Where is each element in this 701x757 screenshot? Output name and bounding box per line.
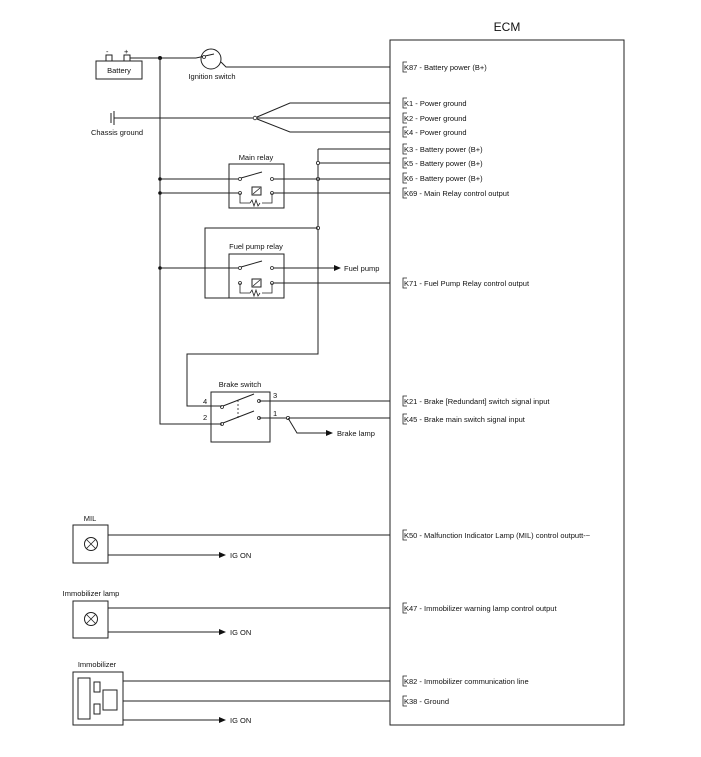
brake-pin-4: 4 [203,397,207,406]
chassis-ground: Chassis ground [91,102,390,137]
brake-pin-2: 2 [203,413,207,422]
pin-k21-label: K21 - Brake [Redundant] switch signal in… [404,397,550,406]
brake-switch-label: Brake switch [219,380,262,389]
brake-lamp-wire [287,417,326,434]
battery-minus-label: - [106,47,109,56]
brake-lamp-label: Brake lamp [337,429,375,438]
fuel-relay-coil-feed [204,227,318,299]
fuel-pump-arrow [334,265,341,271]
ecm-block [389,39,625,726]
pin-k38-label: K38 - Ground [404,697,449,706]
pin-k1: K1 - Power ground [402,97,467,109]
battery-bus-wire [159,58,205,425]
pin-k3: K3 - Battery power (B+) [402,143,483,155]
pin-k47: K47 - Immobilizer warning lamp control o… [402,602,557,614]
main-relay-wires [160,178,390,194]
ecm-title: ECM [494,20,521,34]
battery-plus-label: + [124,47,129,56]
ignition-switch-label: Ignition switch [188,72,235,81]
pin-k47-label: K47 - Immobilizer warning lamp control o… [404,604,557,613]
brake-pin-3: 3 [273,391,277,400]
pin-k45-label: K45 - Brake main switch signal input [404,415,526,424]
pin-k4-label: K4 - Power ground [404,128,467,137]
mil-lamp: MIL IG ON [72,514,390,564]
pin-k71-label: K71 - Fuel Pump Relay control output [404,279,530,288]
battery: - + Battery [95,47,143,80]
pin-k87-label: K87 - Battery power (B+) [404,63,487,72]
pin-k21: K21 - Brake [Redundant] switch signal in… [402,395,550,407]
pin-k71: K71 - Fuel Pump Relay control output [402,277,530,289]
immobilizer-lamp: Immobilizer lamp IG ON [63,589,390,639]
pin-k5: K5 - Battery power (B+) [402,157,483,169]
fuel-pump-label: Fuel pump [344,264,379,273]
brake-switch: Brake switch 4 2 3 1 [203,380,277,443]
pin-k1-label: K1 - Power ground [404,99,467,108]
pin-k50: K50 - Malfunction Indicator Lamp (MIL) c… [402,529,591,541]
immobilizer-ig-on-label: IG ON [230,716,251,725]
pin-k38: K38 - Ground [402,695,449,707]
immobilizer-module: Immobilizer IG ON [72,660,390,726]
pin-k82-label: K82 - Immobilizer communication line [404,677,529,686]
pin-k87: K87 - Battery power (B+) [402,61,487,73]
pin-k6: K6 - Battery power (B+) [402,172,483,184]
pin-k45: K45 - Brake main switch signal input [402,413,526,425]
pin-k50-label: K50 - Malfunction Indicator Lamp (MIL) c… [404,531,591,540]
immobilizer-lamp-ig-on-label: IG ON [230,628,251,637]
mil-label: MIL [84,514,97,523]
pin-k6-label: K6 - Battery power (B+) [404,174,483,183]
immobilizer-label: Immobilizer [78,660,117,669]
main-relay: Main relay [228,153,285,209]
main-relay-label: Main relay [239,153,274,162]
fuel-pump-relay-label: Fuel pump relay [229,242,283,251]
ignition-switch: Ignition switch [188,48,390,81]
pin-k69: K69 - Main Relay control output [402,187,510,199]
pin-k4: K4 - Power ground [402,126,467,138]
brake-pin-1: 1 [273,409,277,418]
fuel-pump-relay-wires [160,267,390,284]
mil-ig-on-label: IG ON [230,551,251,560]
pin-k5-label: K5 - Battery power (B+) [404,159,483,168]
ecm-pins: K87 - Battery power (B+) K1 - Power grou… [402,61,591,707]
pin-k69-label: K69 - Main Relay control output [404,189,510,198]
pin-k82: K82 - Immobilizer communication line [402,675,529,687]
immobilizer-lamp-label: Immobilizer lamp [63,589,120,598]
k3-k5-bus-wire [186,148,390,407]
pin-k2: K2 - Power ground [402,112,467,124]
chassis-ground-label: Chassis ground [91,128,143,137]
battery-label: Battery [107,66,131,75]
brake-lamp-arrow [326,430,333,436]
fuel-pump-relay: Fuel pump relay [228,242,285,299]
pin-k2-label: K2 - Power ground [404,114,467,123]
pin-k3-label: K3 - Battery power (B+) [404,145,483,154]
brake-switch-wires [205,400,390,425]
